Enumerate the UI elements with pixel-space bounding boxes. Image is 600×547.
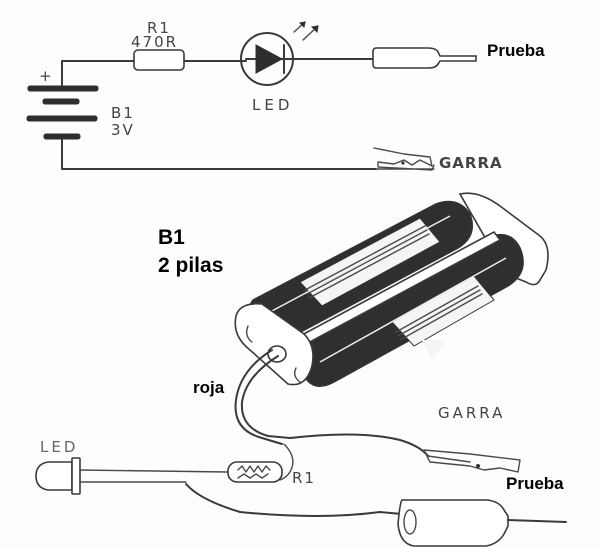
probe-pictorial	[397, 499, 567, 547]
battery-title-label: B1	[158, 226, 185, 249]
battery-b1-symbol	[26, 85, 99, 140]
resistor-r1-pictorial	[227, 461, 283, 483]
led-pictorial	[35, 457, 229, 495]
led-label-pictorial: LED	[40, 438, 78, 456]
wire-color-label: roja	[193, 378, 225, 397]
battery-polarity-label: +	[39, 67, 52, 85]
battery-voltage-label: 3V	[111, 121, 135, 139]
led-label: LED	[252, 96, 293, 114]
probe-label-pictorial: Prueba	[506, 474, 564, 493]
resistor-name-label: R1	[147, 19, 171, 37]
resistor-label-pictorial: R1	[292, 469, 316, 487]
led-symbol	[240, 21, 319, 86]
resistor-value-label: 470R	[131, 33, 178, 51]
alligator-clip-pictorial	[423, 449, 521, 473]
wire-battery-to-r1	[61, 60, 135, 90]
wire-led-to-probe-pictorial	[185, 483, 403, 517]
wire-grommet	[267, 345, 287, 363]
wire-black	[240, 355, 429, 457]
probe-symbol	[372, 47, 477, 69]
wire-battery-to-clip	[61, 138, 377, 170]
clip-label: GARRA	[439, 154, 503, 172]
clip-label-pictorial: GARRA	[438, 404, 505, 422]
battery-subtitle-label: 2 pilas	[158, 254, 223, 277]
alligator-clip-symbol	[373, 147, 435, 171]
probe-label: Prueba	[487, 41, 545, 60]
schematic: R1 470R + B1 3V LED Prueba GARRA	[26, 19, 545, 172]
battery-name-label: B1	[111, 104, 135, 122]
battery-holder-front-end	[234, 302, 314, 386]
light-emission-arrows-icon	[293, 21, 319, 41]
pictorial: B1 2 pilas roja GARRA LED R1 Prueba	[35, 192, 567, 547]
terminal-slot-bottom	[293, 367, 301, 383]
resistor-r1-symbol	[133, 49, 185, 71]
wire-red	[234, 349, 283, 445]
terminal-slot-top	[245, 325, 253, 343]
wire-junction-to-r1	[279, 443, 294, 481]
